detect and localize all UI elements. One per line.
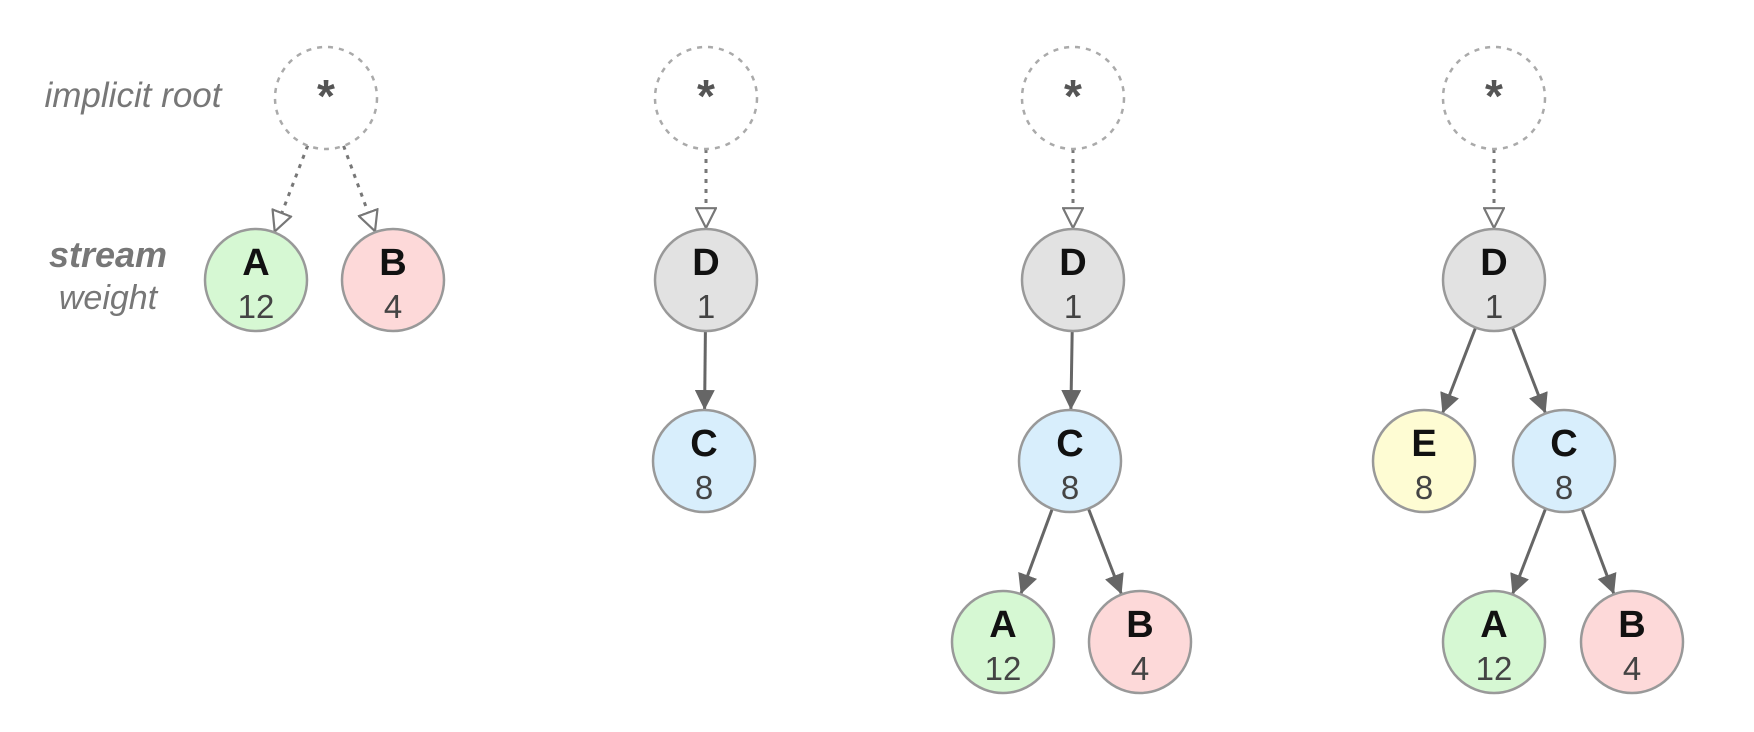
- stream-node-d: D1: [1441, 227, 1547, 333]
- stream-node-circle: [203, 227, 309, 333]
- weight-label: weight: [59, 279, 159, 317]
- stream-node-circle: [1579, 589, 1685, 695]
- stream-node-weight: 4: [1131, 650, 1149, 687]
- stream-node-e: E8: [1371, 408, 1477, 514]
- edge-root-to-a: [275, 145, 310, 232]
- stream-node-b: B4: [1579, 589, 1685, 695]
- stream-node-label: A: [242, 242, 269, 284]
- stream-node-d: D1: [653, 227, 759, 333]
- stream-node-c: C8: [1017, 408, 1123, 514]
- implicit-root-circle: [1441, 45, 1547, 151]
- edge-d-to-c: [1061, 330, 1082, 410]
- implicit-root-symbol: *: [317, 70, 335, 122]
- implicit-root-circle: [653, 45, 759, 151]
- stream-node-label: B: [1126, 604, 1153, 646]
- stream-node-circle: [1371, 408, 1477, 514]
- stream-node-label: A: [1480, 604, 1507, 646]
- implicit-root-label: implicit root: [45, 76, 223, 115]
- stream-node-weight: 8: [1555, 469, 1573, 506]
- stream-node-label: B: [1618, 604, 1645, 646]
- stream-node-weight: 4: [384, 288, 402, 325]
- implicit-root-circle: [1020, 45, 1126, 151]
- edge-c-to-a: [1510, 508, 1547, 595]
- stream-node-weight: 8: [1061, 469, 1079, 506]
- implicit-root-symbol: *: [697, 70, 715, 122]
- stream-node-circle: [1441, 227, 1547, 333]
- stream-node-b: B4: [1087, 589, 1193, 695]
- stream-node-label: D: [1059, 242, 1086, 284]
- stream-node-circle: [1087, 589, 1193, 695]
- stream-node-a: A 12: [950, 589, 1056, 695]
- stream-node-c: C8: [1511, 408, 1617, 514]
- implicit-root-circle: [273, 45, 379, 151]
- stream-node-circle: [1511, 408, 1617, 514]
- legend: implicit root stream weight: [45, 76, 223, 317]
- stream-node-label: B: [379, 242, 406, 284]
- stream-node-label: D: [692, 242, 719, 284]
- edge-c-to-b: [1087, 508, 1124, 595]
- stream-node-weight: 8: [1415, 469, 1433, 506]
- stream-node-circle: [653, 227, 759, 333]
- edge-d-to-c: [1511, 327, 1548, 414]
- stream-node-circle: [950, 589, 1056, 695]
- stream-node-weight: 4: [1623, 650, 1641, 687]
- stream-node-label: C: [1056, 423, 1083, 465]
- stream-node-circle: [1020, 227, 1126, 333]
- stream-node-circle: [1441, 589, 1547, 695]
- stream-label: stream: [49, 234, 167, 275]
- stream-node-circle: [1017, 408, 1123, 514]
- edge-c-to-a: [1018, 508, 1054, 595]
- stream-node-a: A 12: [203, 227, 309, 333]
- stream-node-weight: 12: [238, 288, 275, 325]
- edge-d-to-c: [694, 330, 715, 410]
- stream-node-circle: [340, 227, 446, 333]
- stream-node-c: C8: [651, 408, 757, 514]
- stream-node-label: C: [690, 423, 717, 465]
- implicit-root-node: *: [653, 45, 759, 151]
- implicit-root-node: *: [273, 45, 379, 151]
- stream-node-weight: 1: [1485, 288, 1503, 325]
- stream-node-label: A: [989, 604, 1016, 646]
- stream-node-d: D1: [1020, 227, 1126, 333]
- implicit-root-symbol: *: [1064, 70, 1082, 122]
- stream-node-a: A 12: [1441, 589, 1547, 695]
- stream-node-weight: 12: [1476, 650, 1513, 687]
- edge-d-to-e: [1440, 327, 1477, 414]
- stream-node-b: B4: [340, 227, 446, 333]
- implicit-root-node: *: [1441, 45, 1547, 151]
- stream-node-label: C: [1550, 423, 1577, 465]
- implicit-root-symbol: *: [1485, 70, 1503, 122]
- stream-node-label: D: [1480, 242, 1507, 284]
- stream-node-weight: 8: [695, 469, 713, 506]
- stream-node-weight: 1: [697, 288, 715, 325]
- stream-node-weight: 1: [1064, 288, 1082, 325]
- stream-node-weight: 12: [985, 650, 1022, 687]
- stream-node-circle: [651, 408, 757, 514]
- edge-c-to-b: [1580, 508, 1617, 595]
- stream-node-label: E: [1411, 423, 1436, 465]
- implicit-root-node: *: [1020, 45, 1126, 151]
- edge-root-to-b: [342, 145, 375, 231]
